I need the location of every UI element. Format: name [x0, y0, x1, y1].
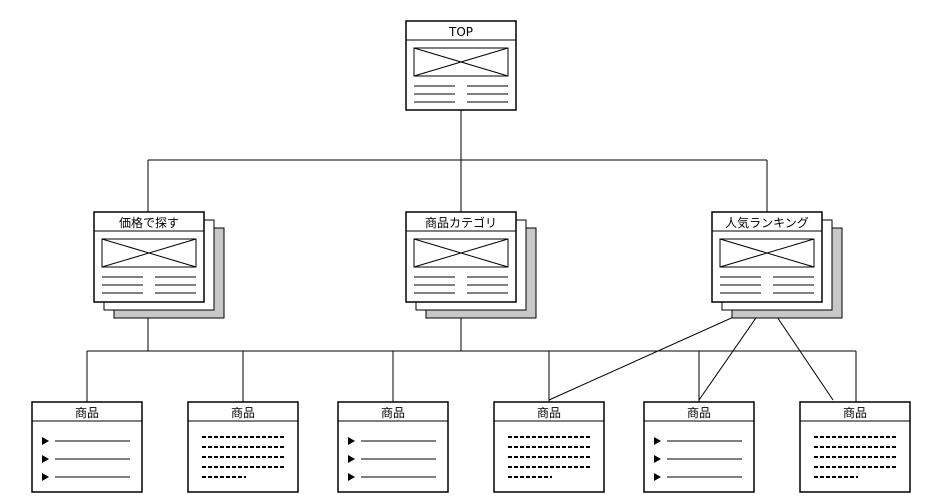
bullet-arrow-icon [348, 437, 355, 445]
card-frame [405, 211, 517, 303]
card-title: 商品 [75, 405, 99, 420]
bullet-arrow-icon [42, 437, 49, 445]
page-card-price: 価格で探す [93, 211, 225, 319]
card-title: 商品 [231, 405, 255, 420]
card-title: 商品カテゴリ [425, 215, 497, 230]
page-card-category: 商品カテゴリ [405, 211, 537, 319]
bullet-arrow-icon [42, 455, 49, 463]
image-placeholder-icon [413, 47, 509, 77]
card-title: 商品 [381, 405, 405, 420]
card-title: TOP [448, 25, 473, 39]
bullet-arrow-icon [348, 473, 355, 481]
bullet-arrow-icon [654, 473, 661, 481]
card-title: 商品 [843, 405, 867, 420]
card-frame [187, 401, 299, 493]
ranking-link-product-4 [548, 301, 768, 401]
image-placeholder-icon [101, 238, 197, 268]
placeholder-diagonal [101, 238, 197, 268]
image-placeholder-icon [719, 238, 815, 268]
page-card-ranking: 人気ランキング [711, 211, 843, 319]
card-frame [799, 401, 911, 493]
placeholder-diagonal [719, 238, 815, 268]
product-card-4: 商品 [493, 401, 605, 493]
card-title: 価格で探す [119, 215, 179, 230]
placeholder-diagonal [413, 47, 509, 77]
image-placeholder-icon [413, 238, 509, 268]
card-frame [493, 401, 605, 493]
product-card-1: 商品 [31, 401, 143, 493]
card-frame [405, 20, 517, 111]
card-title: 商品 [537, 405, 561, 420]
product-card-5: 商品 [643, 401, 755, 493]
card-title: 商品 [687, 405, 711, 420]
placeholder-diagonal [413, 238, 509, 268]
card-title: 人気ランキング [725, 215, 809, 230]
card-frame [93, 211, 205, 303]
product-card-2: 商品 [187, 401, 299, 493]
bullet-arrow-icon [654, 437, 661, 445]
top-page-card: TOP [405, 20, 517, 111]
bullet-arrow-icon [348, 455, 355, 463]
bullet-arrow-icon [42, 473, 49, 481]
bullet-arrow-icon [654, 455, 661, 463]
product-card-3: 商品 [337, 401, 449, 493]
product-card-6: 商品 [799, 401, 911, 493]
card-frame [711, 211, 823, 303]
